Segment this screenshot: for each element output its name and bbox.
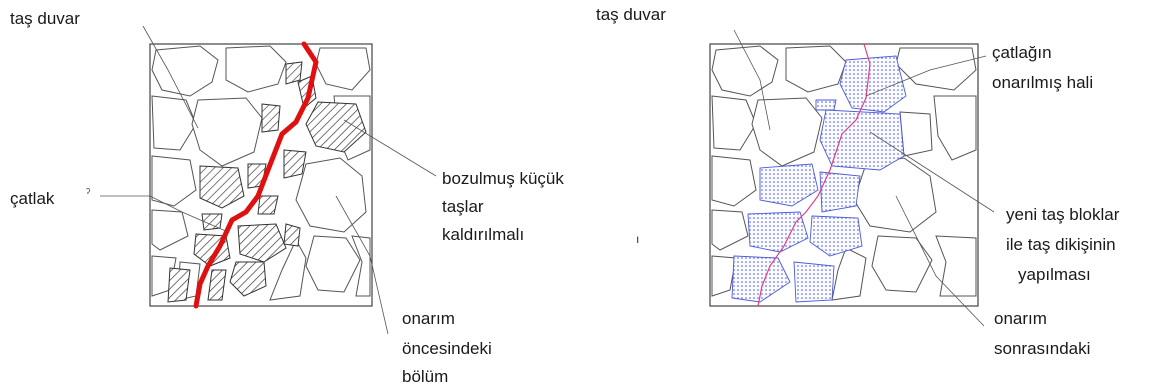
repaired-crack-line <box>757 43 871 307</box>
after-section-label-line-2: sonrasındaki <box>994 339 1091 358</box>
stray-tick-mark: ˀ <box>86 186 91 200</box>
stone <box>225 45 287 93</box>
new-stone-block <box>747 211 809 253</box>
stone <box>151 45 219 97</box>
stone <box>711 95 757 151</box>
stone <box>831 247 867 301</box>
new-stone-block <box>809 215 863 257</box>
stone <box>871 235 933 293</box>
damaged-stone <box>201 213 223 231</box>
left-wall-panel <box>149 41 373 309</box>
crack-label: çatlak <box>10 189 55 208</box>
left-leader-lines <box>100 25 437 335</box>
after-section-label-line-1: onarım <box>994 309 1047 328</box>
new-stone-block <box>731 255 791 303</box>
damaged-stone <box>261 103 281 133</box>
damaged-stone <box>285 61 303 85</box>
new-blocks-label-line-2: ile taş dikişinin <box>1006 235 1116 254</box>
before-section-label-line-2: öncesindeki <box>402 339 492 358</box>
damaged-stones-label-line-2: taşlar <box>442 197 484 216</box>
right-wall-label: taş duvar <box>596 5 666 24</box>
stone <box>351 235 371 297</box>
stone <box>935 235 977 297</box>
stone <box>711 255 737 297</box>
damaged-stone <box>257 195 279 215</box>
stone <box>269 238 307 301</box>
crack-line <box>193 41 319 309</box>
stone <box>785 45 847 93</box>
stone <box>899 111 933 157</box>
before-section-label-line-1: onarım <box>402 309 455 328</box>
new-stone-block <box>793 261 835 303</box>
new-blocks-label-line-3: yapılması <box>1018 265 1091 284</box>
damaged-stone <box>207 269 227 301</box>
damaged-stone <box>199 165 245 209</box>
stone <box>295 157 367 233</box>
left-wall-label: taş duvar <box>10 9 80 28</box>
new-stone-block <box>759 163 819 207</box>
stone <box>305 235 361 293</box>
repaired-crack-label-line-1: çatlağın <box>992 43 1052 62</box>
stone <box>711 45 779 97</box>
damaged-stones-label-line-1: bozulmuş küçük <box>442 169 564 188</box>
new-stone-block <box>819 171 861 213</box>
damaged-stone <box>229 261 267 297</box>
stone <box>191 97 263 167</box>
stone <box>711 209 749 251</box>
right-leader-lines <box>733 29 995 327</box>
damaged-stone <box>167 267 191 303</box>
repaired-crack-label-line-2: onarılmış hali <box>992 73 1094 92</box>
stone <box>151 95 197 151</box>
right-wall-panel <box>709 43 979 307</box>
new-stone-block <box>839 55 907 113</box>
damaged-stone <box>237 223 287 263</box>
new-stone-block <box>815 99 837 111</box>
stray-center-mark: ı <box>636 232 640 246</box>
new-stone-block <box>819 109 905 171</box>
stone <box>151 155 197 207</box>
stone <box>151 209 189 251</box>
damaged-stone <box>283 223 301 247</box>
damaged-stones-label-line-3: kaldırılmalı <box>442 225 525 244</box>
new-blocks-label-line-1: yeni taş bloklar <box>1006 205 1120 224</box>
damaged-stone <box>283 149 307 179</box>
before-section-label-line-3: bölüm <box>402 367 449 386</box>
stone <box>933 95 977 161</box>
stone <box>711 155 757 207</box>
damaged-stone <box>305 101 367 153</box>
stone <box>751 97 823 167</box>
